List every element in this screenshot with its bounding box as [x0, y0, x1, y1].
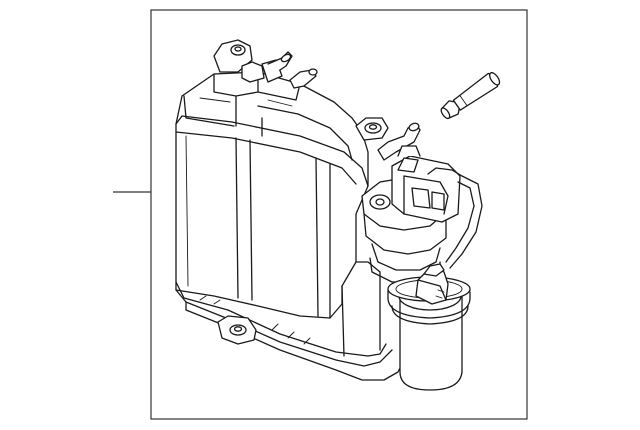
- filter-cup: [387, 263, 471, 391]
- purge-valve: [361, 145, 483, 283]
- side-mount: [355, 117, 389, 141]
- vent-tube: [377, 122, 421, 161]
- top-nozzles: [241, 51, 318, 89]
- straight-connector: [440, 72, 501, 120]
- frame-box: [150, 9, 528, 420]
- canister-body: [175, 39, 405, 381]
